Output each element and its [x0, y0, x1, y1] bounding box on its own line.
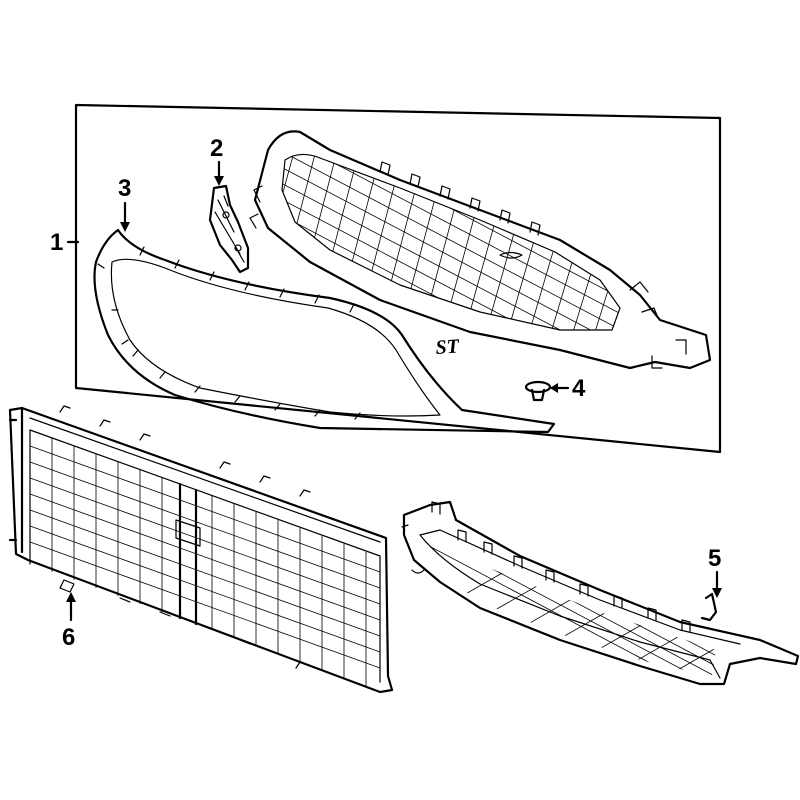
callout-5[interactable]: 5 — [708, 545, 722, 598]
callout-2-label: 2 — [210, 135, 223, 162]
callout-6-label: 6 — [62, 624, 75, 651]
part-2-bracket[interactable] — [208, 184, 250, 274]
callout-6[interactable]: 6 — [62, 592, 76, 651]
callout-4[interactable]: 4 — [550, 375, 586, 402]
callout-4-label: 4 — [572, 375, 586, 402]
lower-grille-mesh — [430, 545, 716, 676]
st-emblem: ST — [435, 335, 461, 359]
assembly-box — [74, 103, 722, 454]
part-4-push-clip[interactable] — [524, 380, 552, 402]
shutter-grid — [29, 438, 381, 686]
callout-3[interactable]: 3 — [118, 175, 131, 232]
part-5-lower-grille[interactable] — [380, 500, 800, 700]
part-3-grille-molding[interactable] — [93, 228, 556, 434]
callout-1[interactable]: 1 — [50, 229, 80, 256]
callout-3-label: 3 — [118, 175, 131, 202]
callout-2[interactable]: 2 — [210, 135, 224, 186]
callout-5-label: 5 — [708, 545, 721, 572]
part-1-main-grille[interactable] — [249, 28, 712, 404]
part-6-air-shutter[interactable] — [8, 405, 394, 694]
callout-1-label: 1 — [50, 229, 63, 256]
